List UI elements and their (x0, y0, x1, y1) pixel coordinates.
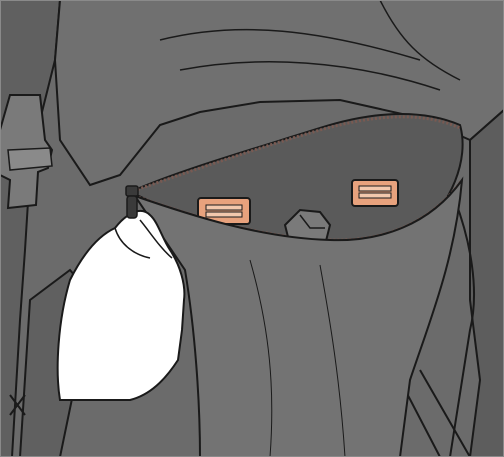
buckle-icon (352, 180, 398, 206)
zipper-pull-icon (126, 186, 138, 218)
left-strap-band (8, 148, 52, 170)
